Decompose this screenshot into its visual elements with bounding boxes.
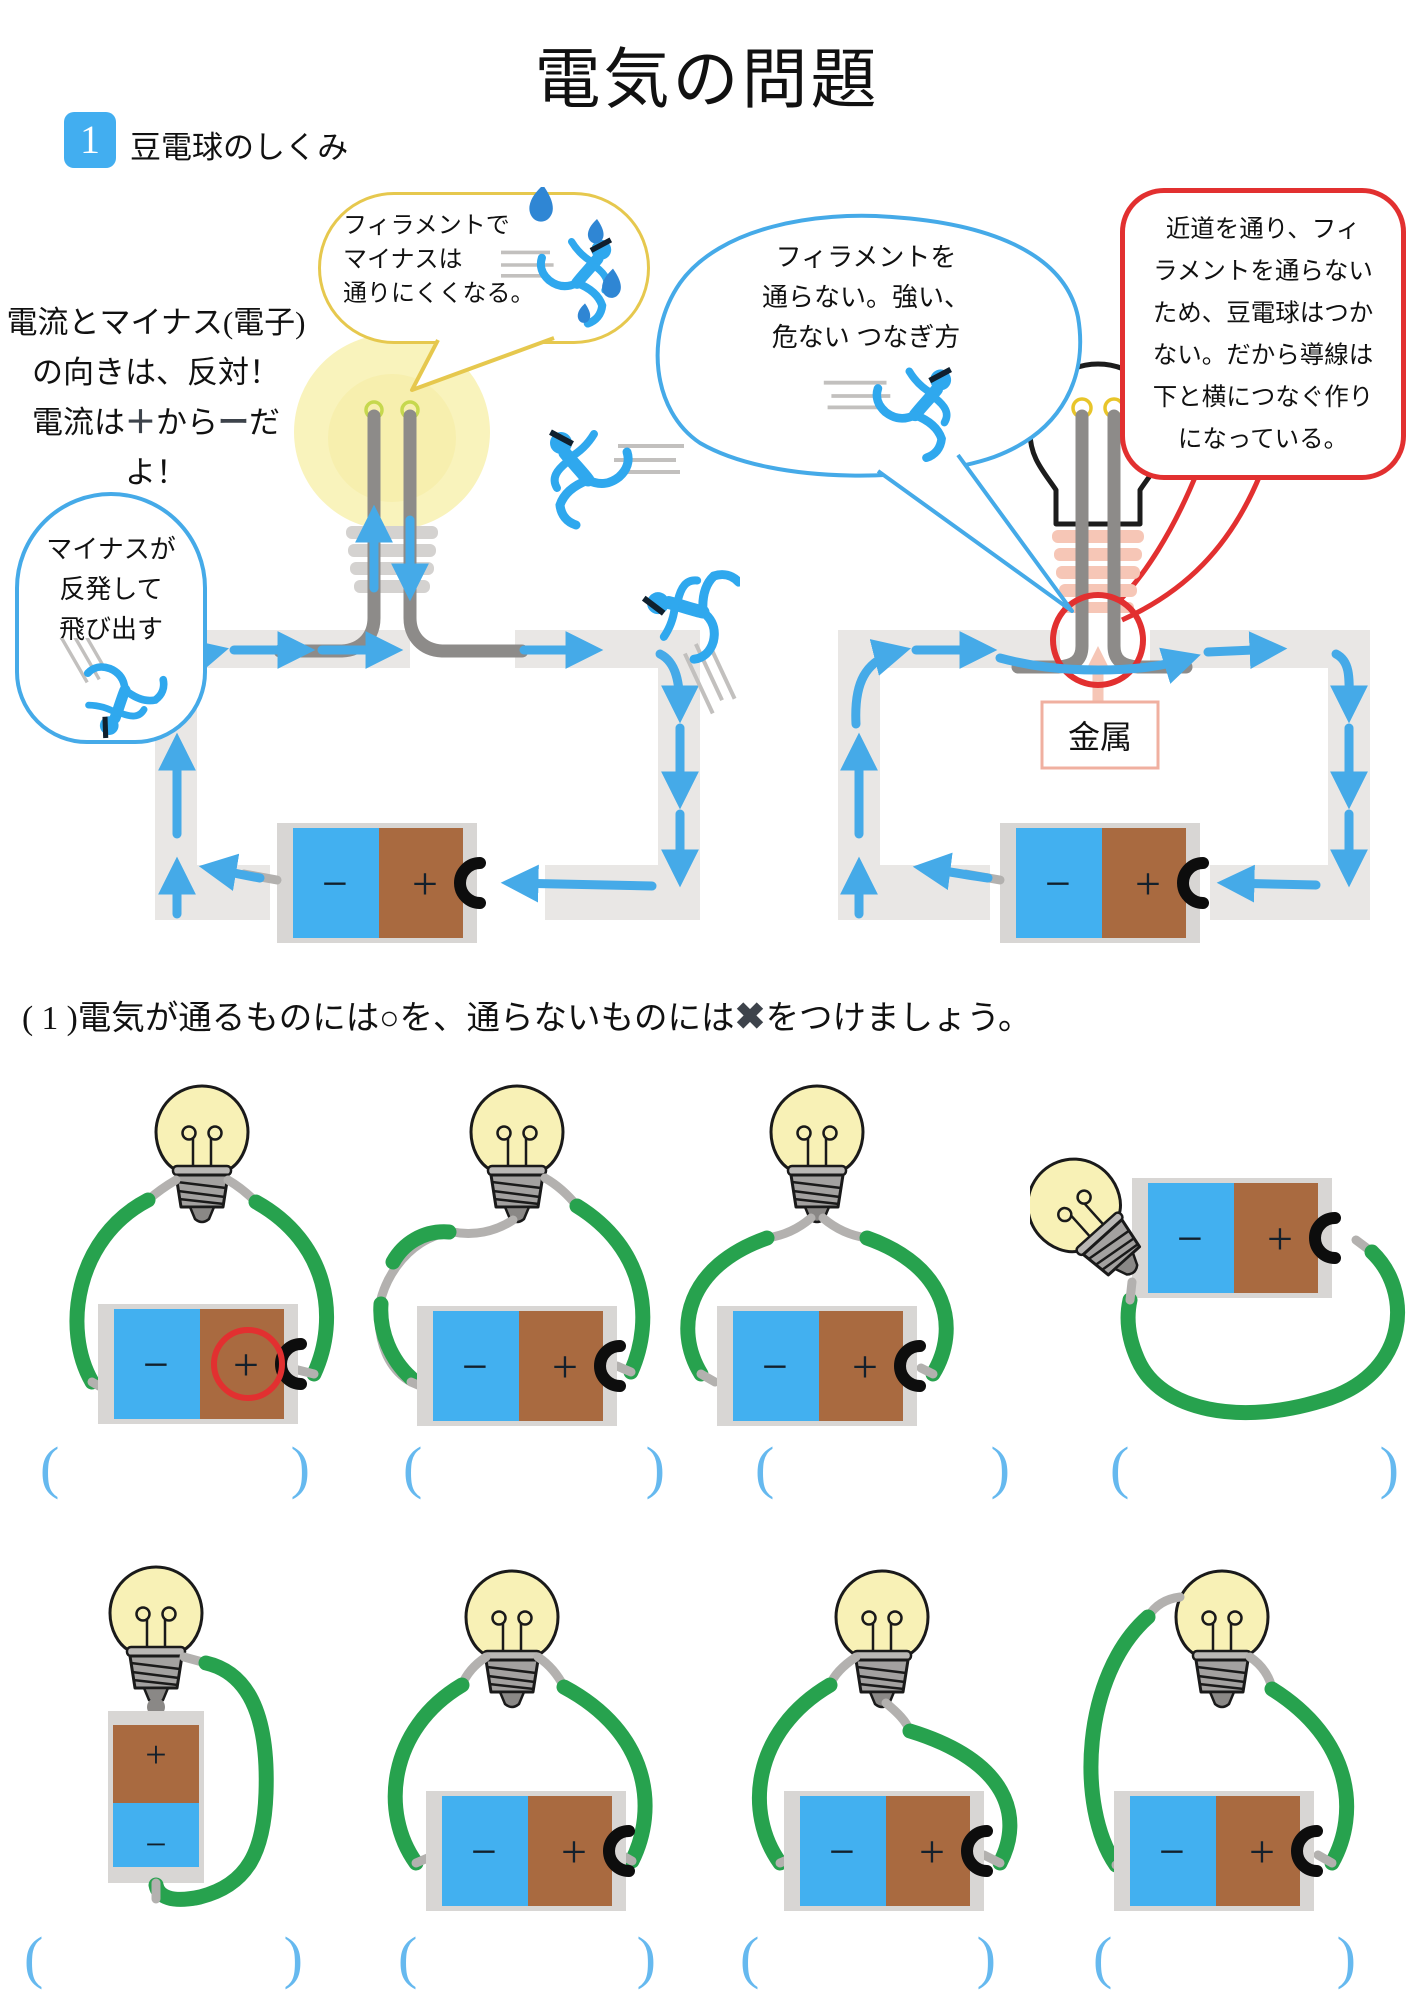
circuit-item-8: (): [1060, 1545, 1414, 1990]
circuit-item-4: (): [1030, 1060, 1414, 1500]
circuit-bulb-against-battery-end: [1030, 1138, 1406, 1421]
section-number-badge: 1: [64, 112, 116, 168]
plus-symbol: ＋: [125, 405, 156, 440]
answer-slot: (): [24, 1925, 303, 1990]
yellow-bubble-tail: [410, 336, 555, 392]
bubble-text: マイナスが 反発して 飛び出す: [46, 535, 176, 644]
circuit-both-wires-on-base-sides: [387, 1569, 653, 1920]
falling-runner: [45, 638, 191, 748]
answer-slot: (): [403, 1435, 665, 1500]
answer-slot: (): [40, 1435, 310, 1500]
cross-mark: ✖: [734, 996, 766, 1037]
circuit-segmented-wire: [373, 1084, 651, 1435]
circuit-side-and-tip-correct: [751, 1569, 1018, 1920]
current-arrows: [840, 631, 1368, 919]
lit-bulb-glass: [328, 374, 456, 502]
bubble-minus-jumps-out: マイナスが 反発して 飛び出す: [15, 492, 207, 744]
contact-highlight: [211, 1327, 285, 1401]
answer-slot: (): [1093, 1925, 1356, 1990]
bubble-shortcut-explanation: 近道を通り、フィ ラメントを通らない ため、豆電球はつか ない。だから導線は 下…: [1120, 188, 1406, 480]
running-electron: [790, 345, 1000, 475]
note-line-1: 電流とマイナス(電子): [6, 305, 306, 340]
question-1: ( 1 )電気が通るものには○を、通らないものには✖をつけましょう。: [22, 996, 1032, 1037]
red-callout-tail: [1120, 474, 1263, 623]
answer-slot: (): [755, 1435, 1010, 1500]
circuit-item-7: (): [720, 1545, 1100, 1990]
page-title: 電気の問題: [534, 42, 880, 116]
current-direction-note: 電流とマイナス(電子) の向きは、反対！ 電流は＋からーだよ！: [6, 298, 306, 498]
bubble-text: 近道を通り、フィ ラメントを通らない ため、豆電球はつか ない。だから導線は 下…: [1152, 216, 1374, 453]
bubble-text: フィラメントを 通らない。強い、 危ない つなぎ方: [761, 243, 970, 352]
circuit-wires-on-base-sides-red-circle: [69, 1084, 335, 1435]
bubble-tail: [876, 453, 1074, 613]
circuit-both-wires-on-tip: [680, 1084, 954, 1435]
circuit-item-3: (): [625, 1060, 1015, 1500]
metal-label-box: [1040, 700, 1160, 770]
answer-slot: (): [1110, 1435, 1399, 1500]
minus-symbol: ー: [218, 405, 249, 440]
answer-slot: (): [740, 1925, 996, 1990]
note-line-3: 電流は＋からーだよ！: [32, 405, 280, 490]
metal-label: 金属: [1068, 719, 1132, 755]
bulb-lead-wire: [403, 409, 529, 658]
note-line-2: の向きは、反対！: [32, 355, 280, 390]
circuit-item-6: (): [360, 1545, 720, 1990]
circuit-bulb-on-vertical-battery: [108, 1565, 274, 1907]
bulb-base: [346, 526, 438, 593]
answer-slot: (): [398, 1925, 656, 1990]
short-circuit-highlight: [1050, 592, 1146, 688]
circuit-wire-on-glass: [1083, 1569, 1355, 1920]
circuit-item-5: (): [20, 1545, 340, 1990]
bubble-filament-resistance: フィラメントで マイナスは 通りにくくなる。: [318, 187, 650, 344]
bubble-dangerous-connection: [655, 213, 1083, 613]
bubble-text: フィラメントで マイナスは 通りにくくなる。: [343, 213, 535, 307]
circuit-item-1: (): [30, 1060, 380, 1500]
circuit-item-2: (): [345, 1060, 695, 1500]
section-title: 豆電球のしくみ: [130, 130, 349, 165]
